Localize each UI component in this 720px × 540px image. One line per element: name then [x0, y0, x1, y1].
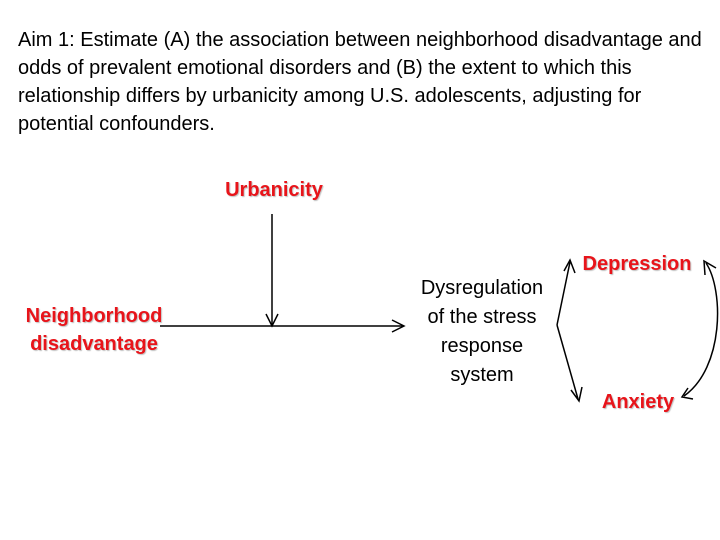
split-arrowhead-depression — [563, 258, 576, 274]
split-arrowhead-anxiety — [570, 386, 583, 403]
split-arrow-depression — [556, 261, 571, 326]
main-arrowhead — [391, 319, 406, 333]
depression-label: Depression — [582, 253, 692, 275]
comorbidity-curve-arrow — [683, 262, 719, 397]
dysregulation-line4: system — [450, 364, 514, 386]
anxiety-label: Anxiety — [601, 391, 675, 413]
comorbidity-arrowhead-top — [703, 259, 717, 276]
dysregulation-label: Dysregulation of the stress response sys… — [400, 274, 564, 390]
dysregulation-line3: response — [440, 335, 524, 357]
dysregulation-line1: Dysregulation — [420, 277, 544, 299]
dysregulation-line2: of the stress — [427, 306, 537, 328]
urbanicity-label: Urbanicity — [225, 179, 323, 201]
neighborhood-label-line2: disadvantage — [30, 333, 158, 355]
comorbidity-arrowhead-bottom — [680, 387, 694, 400]
neighborhood-disadvantage-label: Neighborhood disadvantage — [14, 302, 174, 358]
neighborhood-label-line1: Neighborhood — [25, 305, 163, 327]
aim-statement: Aim 1: Estimate (A) the association betw… — [18, 29, 702, 135]
moderator-arrowhead — [265, 313, 279, 328]
split-arrow-anxiety — [556, 324, 579, 400]
